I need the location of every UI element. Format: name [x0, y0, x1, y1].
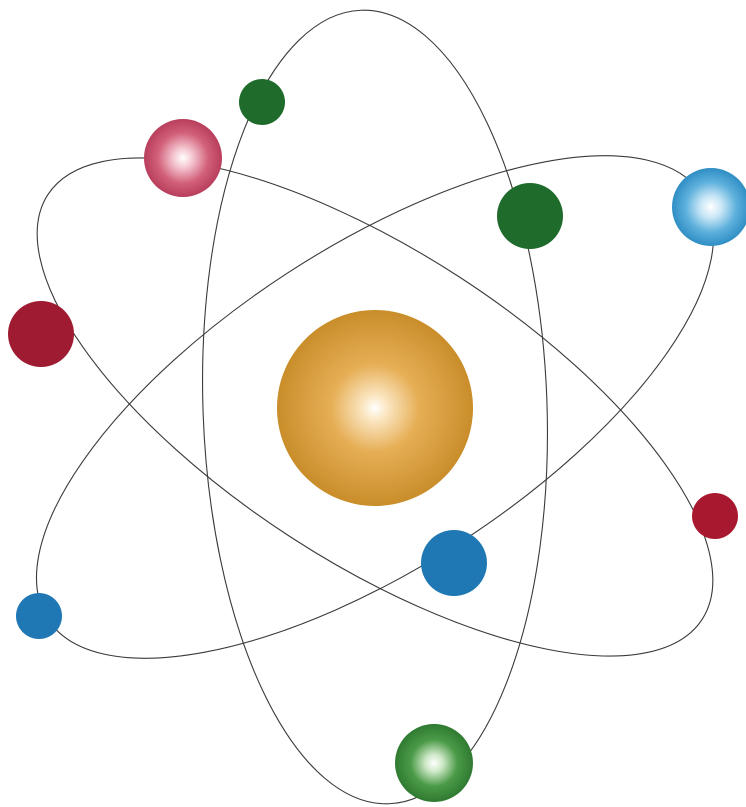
electron-crimson-right: [692, 493, 738, 539]
electron-blue-center: [421, 530, 487, 596]
electron-blue-lower-left: [16, 593, 62, 639]
electron-green-top: [239, 79, 285, 125]
electron-pink-left: [144, 119, 222, 197]
electron-lightblue-right: [672, 168, 746, 246]
electron-green-bottom: [395, 724, 473, 802]
nucleus: [277, 310, 473, 506]
electron-green-upper-right: [497, 183, 563, 249]
electron-crimson-left: [8, 301, 74, 367]
